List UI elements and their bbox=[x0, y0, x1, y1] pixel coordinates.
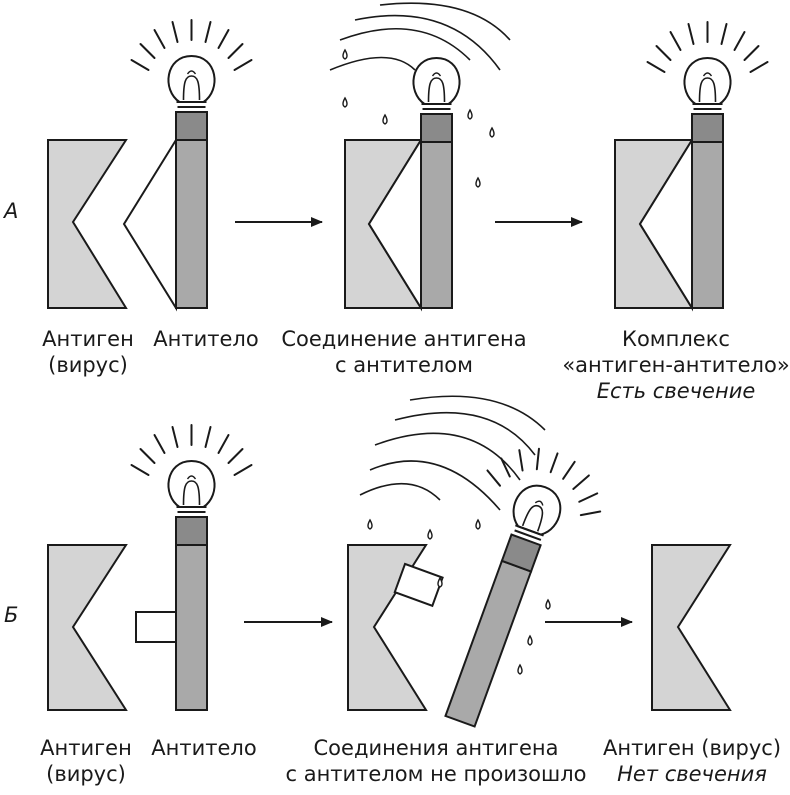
antigen-shape bbox=[651, 544, 732, 711]
droplets bbox=[342, 48, 495, 188]
binding-complex bbox=[329, 2, 511, 312]
antigen-antibody-complex bbox=[614, 21, 769, 312]
antigen-shape bbox=[47, 544, 128, 711]
label-line: Антитело bbox=[153, 327, 259, 351]
splash-lines bbox=[329, 2, 511, 71]
result-text: Есть свечение bbox=[596, 379, 756, 403]
label-line: Антиген (вирус) bbox=[602, 736, 782, 760]
row-a bbox=[47, 2, 769, 312]
label-complex: Комплекс «антиген-антитело» Есть свечени… bbox=[562, 326, 789, 404]
antibody-probe bbox=[122, 19, 253, 312]
result-text: Нет свечения bbox=[617, 762, 767, 786]
row-letter-a: А bbox=[4, 199, 19, 223]
label-line: с антителом bbox=[335, 353, 473, 377]
label-line: (вирус) bbox=[48, 353, 128, 377]
label-line: Соединения антигена bbox=[313, 736, 559, 760]
droplets bbox=[367, 518, 551, 675]
label-binding: Соединение антигена с антителом bbox=[281, 326, 526, 378]
splash-lines bbox=[359, 395, 546, 511]
label-antibody: Антитело bbox=[153, 326, 258, 352]
label-line: «антиген-антитело» bbox=[562, 353, 790, 377]
label-line: с антителом не произошло bbox=[285, 762, 587, 786]
failed-binding bbox=[347, 395, 615, 728]
label-antigen: Антиген (вирус) bbox=[40, 735, 132, 787]
label-line: Антиген bbox=[42, 327, 134, 351]
antibody-probe bbox=[130, 424, 253, 711]
label-line: Соединение антигена bbox=[281, 327, 527, 351]
label-line: Антитело bbox=[151, 736, 257, 760]
row-b bbox=[47, 395, 732, 728]
label-line: (вирус) bbox=[46, 762, 126, 786]
label-antigen: Антиген (вирус) bbox=[42, 326, 134, 378]
label-final: Антиген (вирус) Нет свечения bbox=[603, 735, 781, 787]
label-line: Комплекс bbox=[622, 327, 730, 351]
label-line: Антиген bbox=[40, 736, 132, 760]
label-antibody: Антитело bbox=[151, 735, 256, 761]
antigen-shape bbox=[47, 139, 128, 309]
label-binding-failed: Соединения антигена с антителом не произ… bbox=[285, 735, 586, 787]
row-letter-b: Б bbox=[4, 603, 19, 627]
